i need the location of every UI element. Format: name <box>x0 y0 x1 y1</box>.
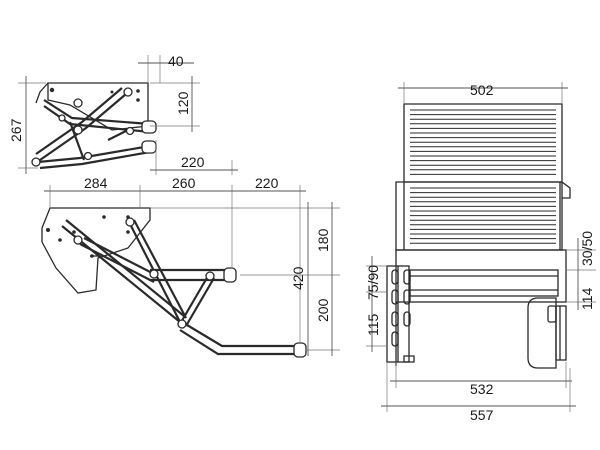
lower-step-slats <box>410 187 556 244</box>
folded-bracket-edge <box>35 82 49 104</box>
extended-lower-tube <box>181 321 298 348</box>
folded-cross-arm <box>39 93 127 161</box>
folded-lower-arm <box>37 144 151 164</box>
folded-cross-arm-2 <box>35 87 123 155</box>
dim-folded-267: 267 <box>8 118 24 142</box>
dim-extended-200: 200 <box>315 298 331 322</box>
dim-front-502: 502 <box>470 82 494 98</box>
extended-mid-link <box>79 243 155 283</box>
extended-bracket <box>41 207 151 294</box>
extended-view: 284 260 220 180 200 420 <box>41 175 340 358</box>
dim-extended-420: 420 <box>290 266 306 290</box>
dim-front-30-50: 30/50 <box>579 231 595 266</box>
dim-front-75-90: 75/90 <box>365 265 381 300</box>
dim-extended-180: 180 <box>315 228 331 252</box>
upper-step-slats <box>410 109 556 175</box>
motor-housing <box>527 297 557 369</box>
extended-mid-link-2 <box>83 237 159 277</box>
side-tab <box>561 181 571 199</box>
front-view: 502 532 557 30/50 114 75/90 115 <box>365 82 596 423</box>
folded-tube-end <box>141 120 157 134</box>
dim-extended-220: 220 <box>255 175 279 191</box>
dim-front-557: 557 <box>470 407 494 423</box>
folded-link <box>68 121 86 161</box>
extended-top-tube-end <box>223 267 237 283</box>
dim-front-115: 115 <box>365 313 381 336</box>
dim-folded-220: 220 <box>181 154 205 170</box>
extended-lower-link <box>179 275 209 325</box>
dim-folded-40: 40 <box>168 53 184 69</box>
extended-lower-tube-2 <box>179 329 298 356</box>
folded-upper-arm <box>43 99 151 126</box>
folded-lower-arm-2 <box>39 150 151 170</box>
extended-lower-tube-end <box>293 342 307 358</box>
dim-front-532: 532 <box>470 381 494 397</box>
folded-tube-end-2 <box>141 140 157 154</box>
dim-front-114: 114 <box>579 287 595 310</box>
dim-extended-260: 260 <box>172 175 196 191</box>
dim-folded-120: 120 <box>175 91 191 115</box>
motor-cap <box>555 305 567 361</box>
dim-extended-284: 284 <box>84 175 108 191</box>
mounting-plate-inner <box>409 269 559 297</box>
extended-lower-link-2 <box>185 277 215 327</box>
mounting-plate <box>395 249 567 303</box>
folded-view: 40 120 267 220 <box>8 53 238 175</box>
